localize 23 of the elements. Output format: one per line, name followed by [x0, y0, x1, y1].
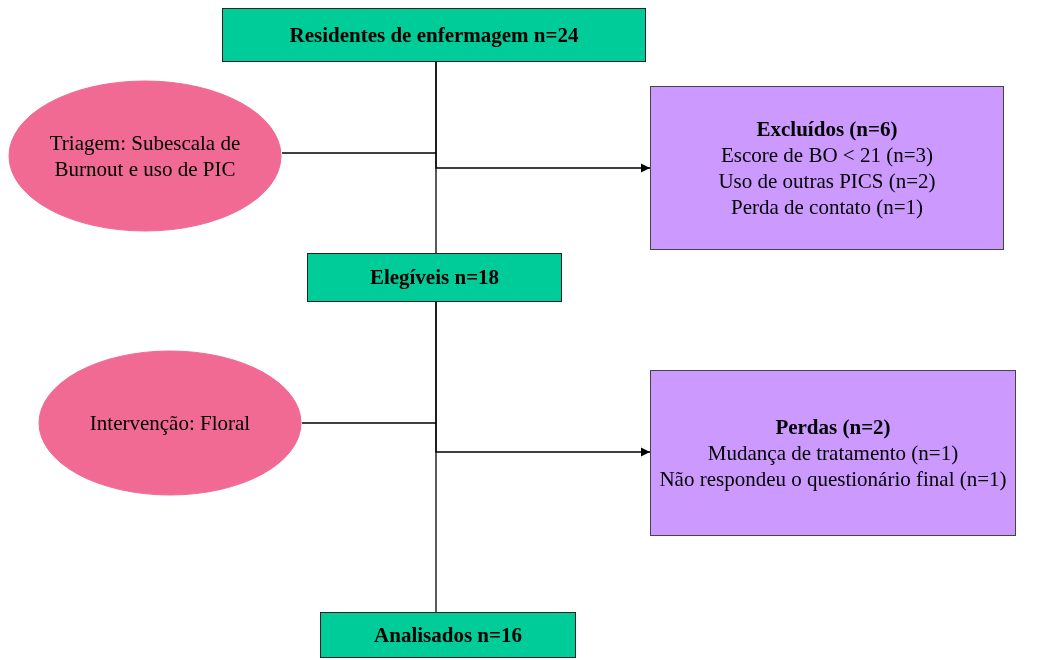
box-text: Triagem: Subescala de Burnout e uso de PIC	[48, 129, 242, 183]
ellipse-node	[8, 80, 282, 232]
box-text: Perda de contato (n=1)	[731, 194, 923, 221]
box-text: Escore de BO < 21 (n=3)	[720, 141, 934, 168]
connector-line	[281, 152, 437, 154]
box-text: Residentes de enfermagem n=24	[289, 21, 579, 49]
box-text: Elegíveis n=18	[369, 264, 500, 291]
box-heading: Perdas (n=2)	[775, 413, 891, 440]
process-box	[650, 370, 1016, 536]
arrow	[435, 61, 651, 173]
box-text: Intervenção: Floral	[89, 409, 251, 437]
box-text: Mudança de tratamento (n=1)	[707, 439, 959, 467]
box-text: Não respondeu o questionário final (n=1)	[659, 466, 1007, 493]
process-box	[222, 8, 646, 62]
process-box	[307, 253, 562, 302]
box-text: Analisados n=16	[374, 621, 522, 649]
ellipse-node	[38, 350, 302, 496]
process-box	[650, 86, 1004, 250]
process-box	[320, 612, 576, 658]
box-text: Uso de outras PICS (n=2)	[718, 168, 936, 195]
arrow	[435, 301, 651, 457]
box-heading: Excluídos (n=6)	[756, 115, 898, 142]
connector-line	[301, 422, 437, 424]
